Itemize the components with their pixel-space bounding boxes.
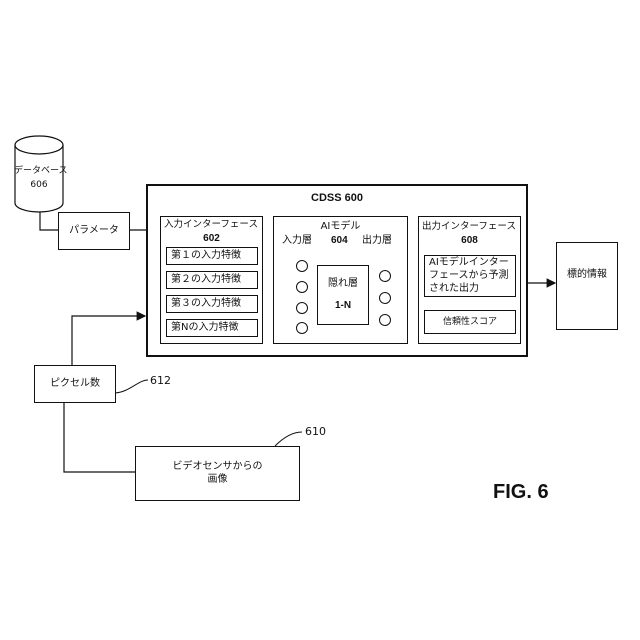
confidence-score-label: 信頼性スコア bbox=[425, 316, 515, 328]
hidden-layer-label: 隠れ層 bbox=[318, 278, 368, 290]
database-label: データベース bbox=[14, 165, 64, 177]
input-feature-label: 第１の入力特徴 bbox=[171, 250, 241, 262]
pixel-count-ref: 612 bbox=[150, 375, 171, 387]
parameters-label: パラメータ bbox=[59, 225, 129, 237]
confidence-score-box: 信頼性スコア bbox=[424, 310, 516, 334]
input-node bbox=[296, 302, 308, 314]
input-feature-label: 第Nの入力特徴 bbox=[171, 322, 238, 334]
output-interface-box: 出力インターフェース 608 AIモデルインター フェースから予測 された出力 … bbox=[418, 216, 521, 344]
hidden-layer-box: 隠れ層 1-N bbox=[317, 265, 369, 325]
input-node bbox=[296, 281, 308, 293]
input-feature-n: 第Nの入力特徴 bbox=[166, 319, 258, 337]
target-info-box: 標的情報 bbox=[556, 242, 618, 330]
ai-model-label: AIモデル bbox=[274, 221, 407, 233]
input-node bbox=[296, 260, 308, 272]
pixel-count-label: ピクセル数 bbox=[35, 378, 115, 390]
input-feature-1: 第１の入力特徴 bbox=[166, 247, 258, 265]
database-cylinder: データベース 606 bbox=[14, 135, 64, 213]
input-interface-ref: 602 bbox=[161, 233, 262, 245]
input-layer-label: 入力層 bbox=[282, 235, 312, 247]
output-node bbox=[379, 270, 391, 282]
figure-label: FIG. 6 bbox=[493, 480, 549, 504]
hidden-layer-range: 1-N bbox=[318, 300, 368, 312]
input-feature-label: 第３の入力特徴 bbox=[171, 298, 241, 310]
target-info-label: 標的情報 bbox=[557, 269, 617, 281]
parameters-box: パラメータ bbox=[58, 212, 130, 250]
output-interface-label: 出力インターフェース bbox=[422, 221, 516, 233]
input-feature-label: 第２の入力特徴 bbox=[171, 274, 241, 286]
output-node bbox=[379, 292, 391, 304]
output-layer-label: 出力層 bbox=[362, 235, 392, 247]
video-image-line: 画像 bbox=[136, 474, 299, 486]
ai-model-ref: 604 bbox=[331, 235, 348, 247]
input-feature-3: 第３の入力特徴 bbox=[166, 295, 258, 313]
pixel-count-box: ピクセル数 bbox=[34, 365, 116, 403]
input-node bbox=[296, 322, 308, 334]
cdss-title: CDSS 600 bbox=[148, 192, 526, 204]
video-image-box: ビデオセンサからの 画像 bbox=[135, 446, 300, 501]
predicted-output-line: された出力 bbox=[429, 283, 479, 295]
database-ref: 606 bbox=[14, 179, 64, 191]
input-interface-box: 入力インターフェース 602 第１の入力特徴 第２の入力特徴 第３の入力特徴 第… bbox=[160, 216, 263, 344]
video-image-line: ビデオセンサからの bbox=[136, 461, 299, 473]
predicted-output-box: AIモデルインター フェースから予測 された出力 bbox=[424, 255, 516, 297]
predicted-output-line: AIモデルインター bbox=[429, 257, 509, 269]
input-interface-label: 入力インターフェース bbox=[164, 219, 258, 231]
video-image-ref: 610 bbox=[305, 426, 326, 438]
output-node bbox=[379, 314, 391, 326]
predicted-output-line: フェースから予測 bbox=[429, 270, 509, 282]
output-interface-ref: 608 bbox=[419, 235, 520, 247]
input-feature-2: 第２の入力特徴 bbox=[166, 271, 258, 289]
